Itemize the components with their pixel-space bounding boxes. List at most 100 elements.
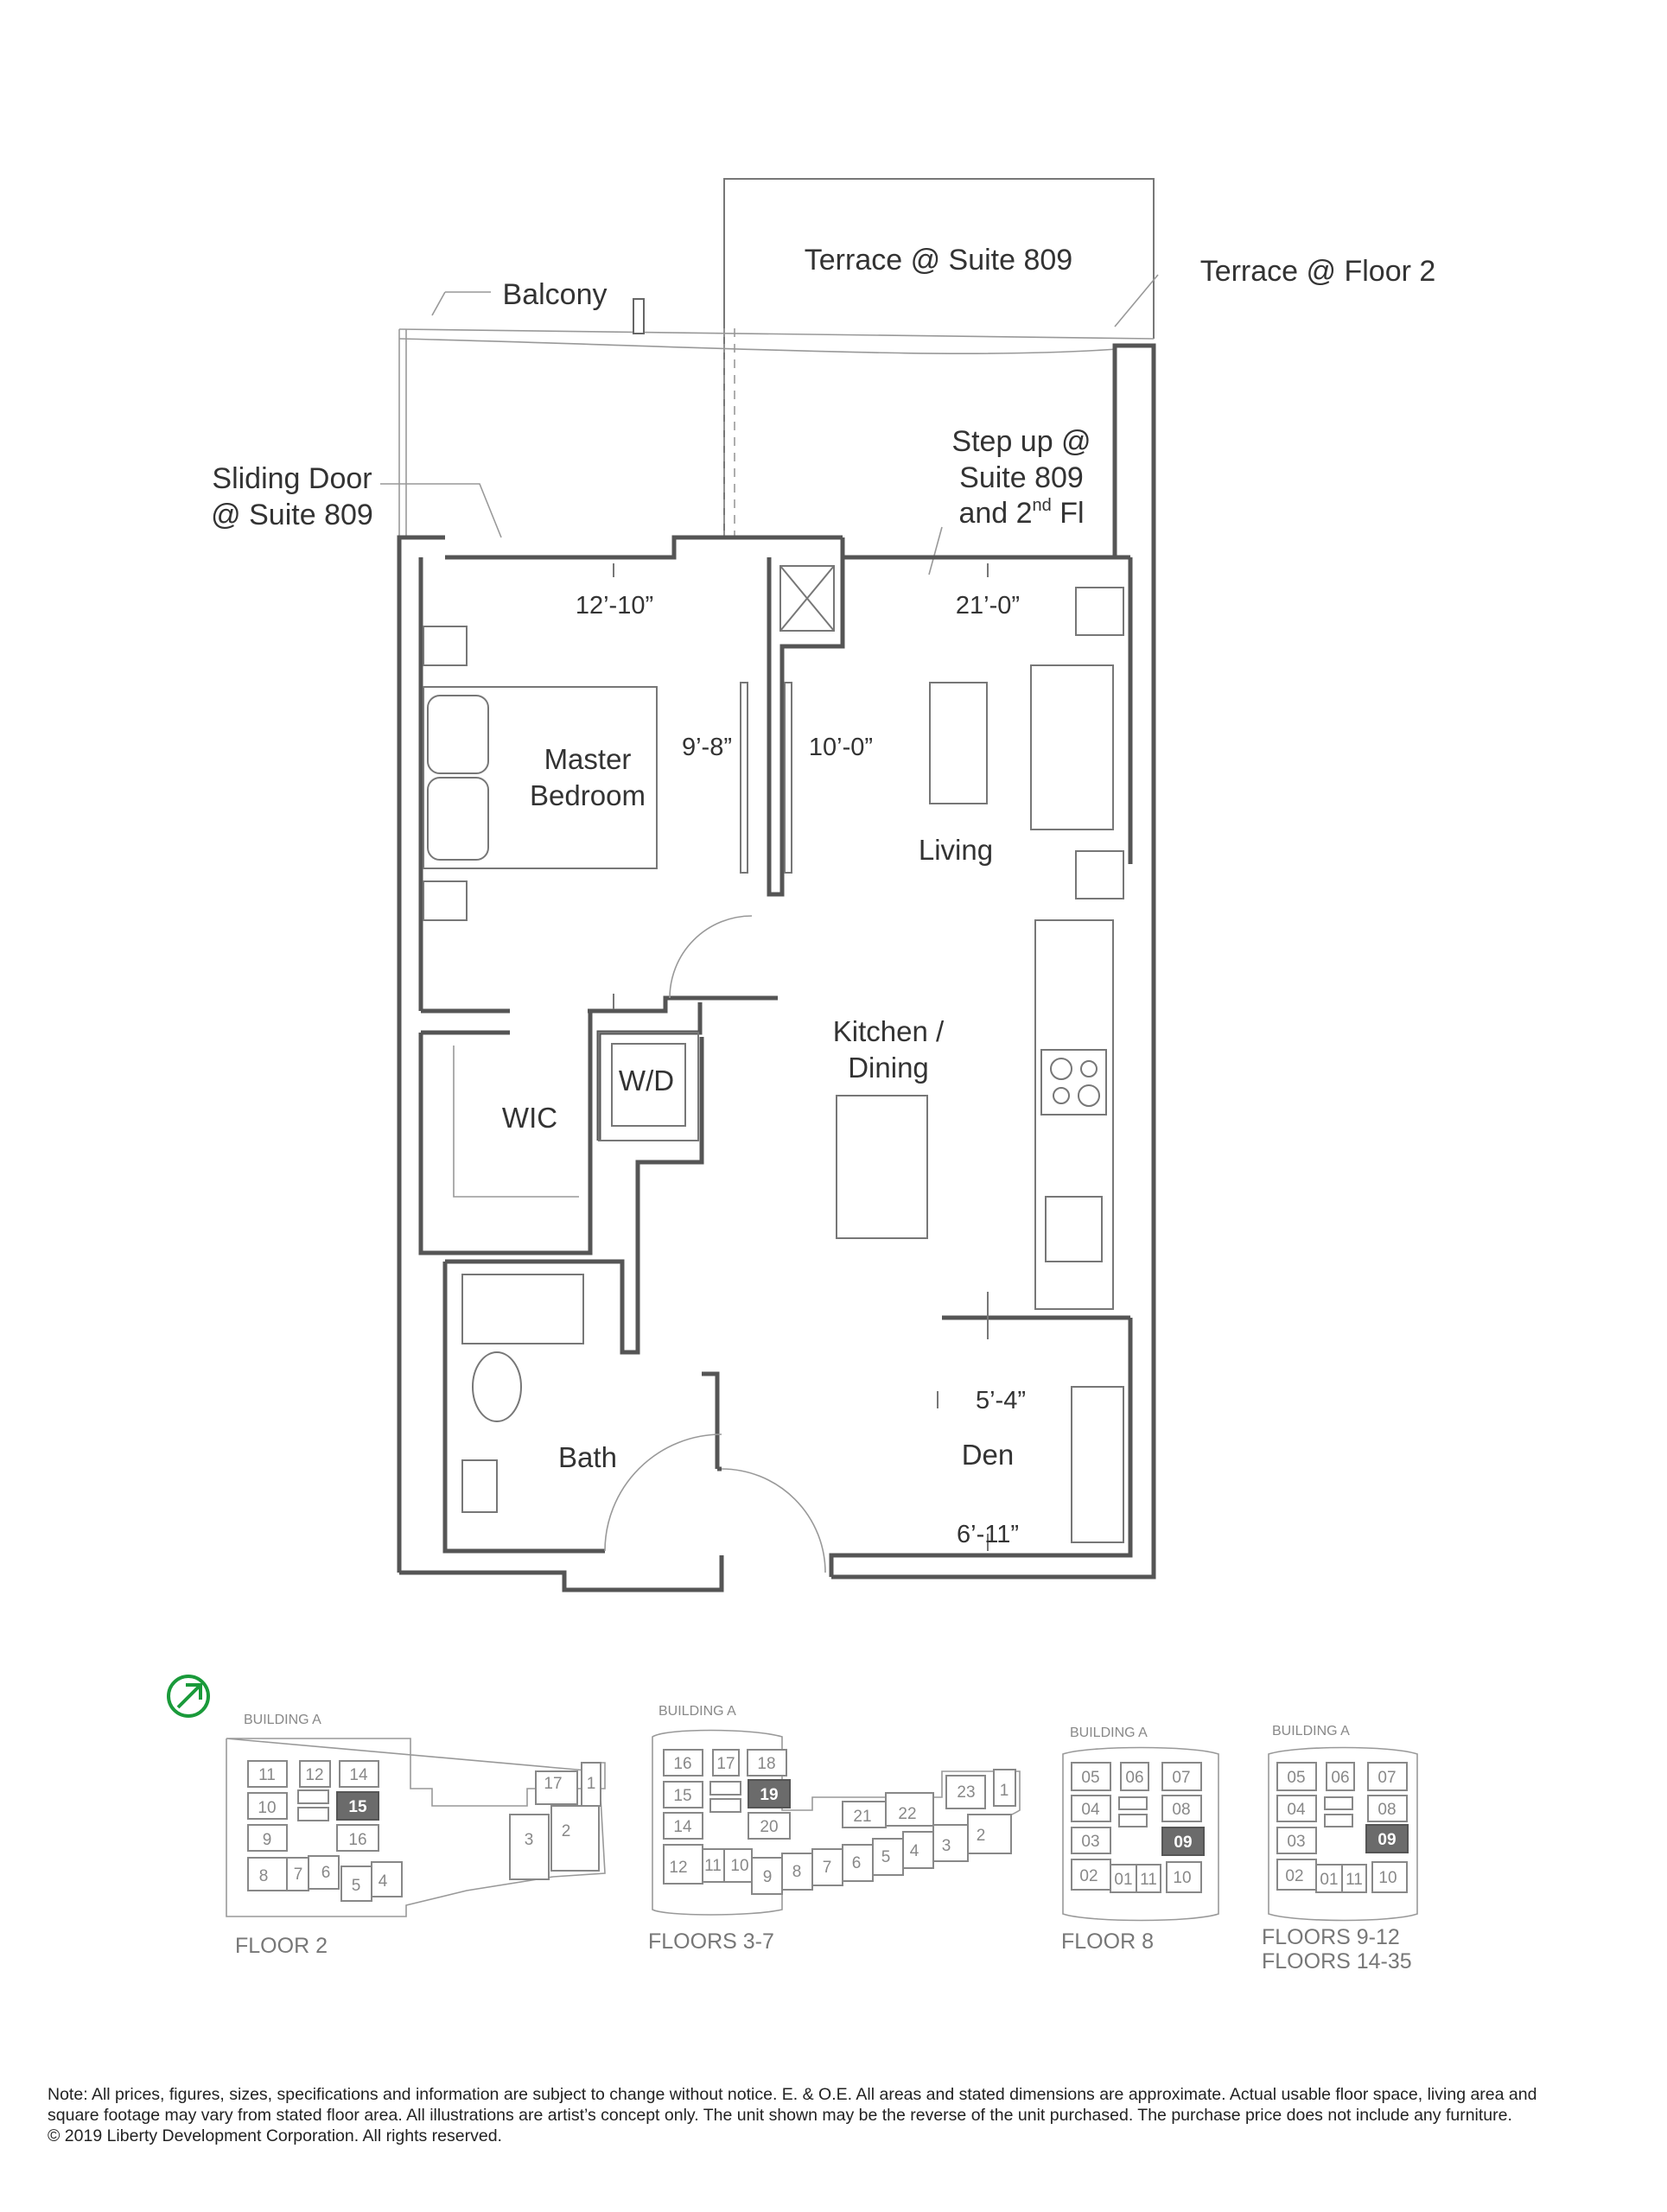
- kp2-unit-22: 22: [898, 1805, 916, 1823]
- terrace-area: [380, 178, 1159, 575]
- kp2-unit-1: 1: [1000, 1782, 1009, 1800]
- kp2-unit-12: 12: [669, 1859, 687, 1877]
- note-line-1: Note: All prices, figures, sizes, specif…: [48, 2085, 1537, 2104]
- kp1-unit-11: 11: [258, 1766, 276, 1784]
- sliding-door-label-1: Sliding Door: [212, 462, 372, 495]
- keyplan-floors-9-35: BUILDING A 05 06 07 04 08 03 09 02 01 11…: [1262, 1724, 1418, 1974]
- kp4-unit-09: 09: [1378, 1831, 1396, 1849]
- kp2-unit-20: 20: [760, 1818, 778, 1836]
- kitchen-label-2: Dining: [848, 1052, 929, 1084]
- kp4-unit-03: 03: [1287, 1833, 1305, 1851]
- keyplan-2-units: 16 17 18 15 19 14 20 21 22 23 1 12 11 10…: [663, 1749, 1016, 1895]
- kp2-unit-9: 9: [763, 1868, 773, 1886]
- step-up-label-3-sup: nd: [1033, 496, 1052, 515]
- kp2-unit-14: 14: [673, 1818, 692, 1836]
- kitchen-label-1: Kitchen /: [833, 1015, 945, 1047]
- keyplan-4-building: BUILDING A: [1272, 1724, 1350, 1738]
- living-label: Living: [919, 834, 993, 866]
- dim-living-width: 21’-0”: [956, 592, 1020, 620]
- kp3-unit-11: 11: [1140, 1871, 1157, 1889]
- master-bedroom-label-1: Master: [544, 743, 632, 775]
- kp1-unit-9: 9: [263, 1831, 272, 1849]
- kp4-unit-06: 06: [1331, 1769, 1349, 1787]
- keyplan-1-floor: FLOOR 2: [235, 1934, 328, 1958]
- kp3-unit-07: 07: [1172, 1769, 1190, 1787]
- keyplan-floor-2: BUILDING A 11 12 14 10 15 9 16 8 7 6 5 4…: [226, 1713, 606, 1958]
- step-up-label-2: Suite 809: [959, 461, 1084, 494]
- step-up-label-1: Step up @: [951, 425, 1091, 458]
- keyplan-floor-8: BUILDING A 05 06 07 04 08 03 09 02 01 11…: [1061, 1726, 1219, 1954]
- sliding-door-label-2: @ Suite 809: [211, 499, 373, 531]
- kp2-unit-10: 10: [730, 1857, 748, 1875]
- balcony-label: Balcony: [503, 278, 608, 311]
- kp3-unit-10: 10: [1173, 1869, 1191, 1887]
- north-arrow-icon: [167, 1675, 210, 1718]
- kp2-unit-11: 11: [704, 1857, 722, 1875]
- dim-den-width: 5’-4”: [976, 1387, 1026, 1414]
- note-line-3: © 2019 Liberty Development Corporation. …: [48, 2126, 502, 2145]
- keyplan-1-units: 11 12 14 10 15 9 16 8 7 6 5 4 17 1 3 2: [247, 1760, 601, 1902]
- wd-label: W/D: [619, 1065, 674, 1096]
- kp2-unit-16: 16: [673, 1755, 691, 1773]
- kp2-unit-18: 18: [757, 1755, 775, 1773]
- kp4-unit-04: 04: [1287, 1801, 1306, 1819]
- kp2-unit-3: 3: [942, 1837, 951, 1855]
- dim-den-depth: 6’-11”: [957, 1521, 1019, 1548]
- note-line-2: square footage may vary from stated floo…: [48, 2106, 1512, 2125]
- dimension-ticks: [613, 563, 989, 1551]
- kp1-unit-5: 5: [352, 1877, 361, 1895]
- kp1-unit-2: 2: [562, 1822, 571, 1840]
- step-up-label-3-pre: and 2: [958, 497, 1032, 530]
- kp2-unit-2: 2: [977, 1827, 986, 1845]
- kp1-unit-3: 3: [525, 1831, 534, 1849]
- kp4-unit-11: 11: [1346, 1871, 1363, 1889]
- keyplan-3-floor: FLOOR 8: [1061, 1929, 1154, 1954]
- kp1-unit-6: 6: [321, 1864, 331, 1882]
- fixtures: [423, 565, 1124, 1573]
- kp3-unit-02: 02: [1079, 1867, 1098, 1885]
- walls: [397, 343, 1156, 1592]
- keyplan-4-units: 05 06 07 04 08 03 09 02 01 11 10: [1276, 1762, 1409, 1893]
- dim-bedroom-width: 12’-10”: [576, 592, 653, 620]
- kp3-unit-01: 01: [1114, 1871, 1132, 1889]
- terrace-floor-label: Terrace @ Floor 2: [1200, 255, 1436, 288]
- dim-living-depth: 10’-0”: [809, 734, 873, 761]
- kp2-unit-6: 6: [852, 1854, 862, 1872]
- kp1-unit-17: 17: [544, 1775, 562, 1793]
- keyplan-4-floor-2: FLOORS 14-35: [1262, 1949, 1412, 1974]
- kp1-unit-8: 8: [259, 1867, 269, 1885]
- keyplan-3-building: BUILDING A: [1070, 1726, 1148, 1740]
- kp2-unit-7: 7: [823, 1859, 832, 1877]
- kp2-unit-19: 19: [760, 1786, 778, 1804]
- keyplan-2-floor: FLOORS 3-7: [648, 1929, 774, 1954]
- kp2-unit-17: 17: [716, 1755, 735, 1773]
- kp2-unit-23: 23: [957, 1783, 975, 1802]
- kp1-unit-7: 7: [294, 1866, 303, 1884]
- keyplan-2-building: BUILDING A: [659, 1704, 736, 1719]
- keyplan-3-units: 05 06 07 04 08 03 09 02 01 11 10: [1071, 1762, 1205, 1893]
- kp1-unit-16: 16: [348, 1831, 366, 1849]
- kp2-unit-8: 8: [792, 1863, 802, 1881]
- keyplan-4-floor-1: FLOORS 9-12: [1262, 1925, 1400, 1949]
- kp4-unit-05: 05: [1287, 1769, 1305, 1787]
- keyplan-floors-3-7: BUILDING A 16 17 18 15 19 14 20 21 22 23…: [648, 1704, 1021, 1954]
- kp1-unit-10: 10: [258, 1799, 276, 1817]
- kp1-unit-12: 12: [305, 1766, 323, 1784]
- kp3-unit-09: 09: [1174, 1834, 1192, 1852]
- kp3-unit-05: 05: [1081, 1769, 1099, 1787]
- kp4-unit-08: 08: [1378, 1801, 1396, 1819]
- kp2-unit-15: 15: [673, 1787, 691, 1805]
- step-up-label-3: and 2nd Fl: [958, 496, 1084, 530]
- disclaimer-note: Note: All prices, figures, sizes, specif…: [48, 2084, 1620, 2146]
- kp1-unit-15: 15: [348, 1798, 367, 1816]
- kp3-unit-03: 03: [1081, 1833, 1099, 1851]
- keyplan-1-building: BUILDING A: [244, 1713, 321, 1727]
- kp3-unit-04: 04: [1081, 1801, 1100, 1819]
- kp1-unit-14: 14: [349, 1766, 368, 1784]
- terrace-suite-label: Terrace @ Suite 809: [805, 244, 1072, 276]
- kp2-unit-5: 5: [881, 1848, 891, 1866]
- kp2-unit-21: 21: [853, 1808, 871, 1826]
- wic-label: WIC: [502, 1102, 557, 1134]
- bath-label: Bath: [558, 1441, 617, 1473]
